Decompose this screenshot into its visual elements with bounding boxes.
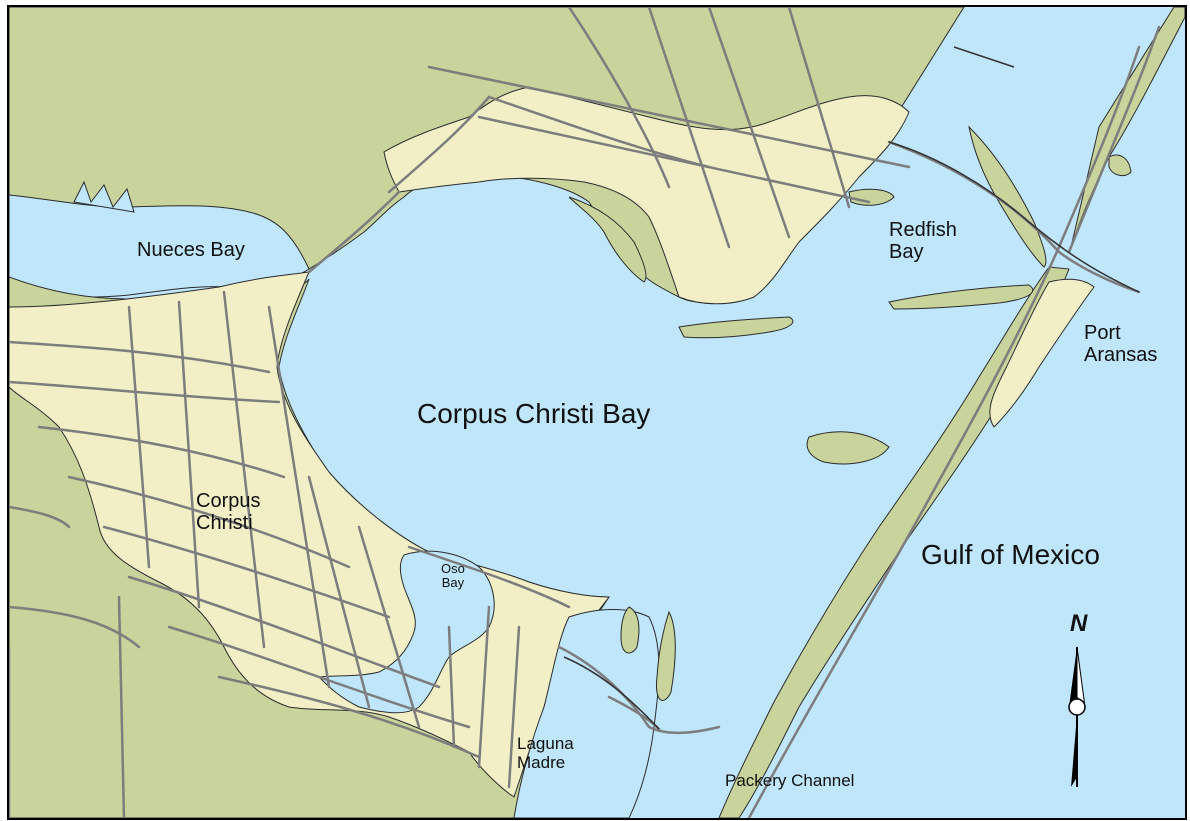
marsh-island-3 — [568, 196, 647, 283]
north-arrow — [1068, 646, 1086, 787]
label-packery-channel: Packery Channel — [725, 771, 855, 790]
label-oso-bay: Oso Bay — [441, 561, 465, 591]
label-corpus-christi-bay: Corpus Christi Bay — [417, 398, 651, 429]
label-gulf-of-mexico: Gulf of Mexico — [921, 539, 1100, 570]
map-frame: Nueces Bay Corpus Christi Bay Redfish Ba… — [7, 5, 1187, 820]
marsh-island-4 — [968, 125, 1047, 268]
label-nueces-bay: Nueces Bay — [137, 239, 245, 261]
map-canvas — [9, 7, 1185, 818]
label-redfish-bay: Redfish Bay — [889, 219, 957, 263]
marsh-island-6 — [655, 610, 676, 701]
urban-north-shore — [383, 86, 910, 305]
mustang-marsh — [989, 278, 1095, 428]
label-corpus-christi: Corpus Christi — [196, 490, 261, 534]
marsh-island-2 — [888, 284, 1034, 310]
marsh-island-5 — [620, 606, 640, 654]
label-port-aransas: Port Aransas — [1084, 322, 1158, 366]
north-letter: N — [1070, 610, 1088, 637]
road-network — [9, 7, 1161, 818]
oso-bay-water — [317, 550, 495, 714]
marsh-island-7 — [806, 431, 890, 465]
shore-inlets — [73, 180, 135, 213]
marsh-island-1 — [678, 316, 794, 339]
label-laguna-madre: Laguna Madre — [517, 734, 574, 772]
causeway-lines — [563, 46, 1140, 730]
laguna-madre-water — [513, 609, 660, 818]
marsh-island-9 — [1108, 154, 1132, 177]
